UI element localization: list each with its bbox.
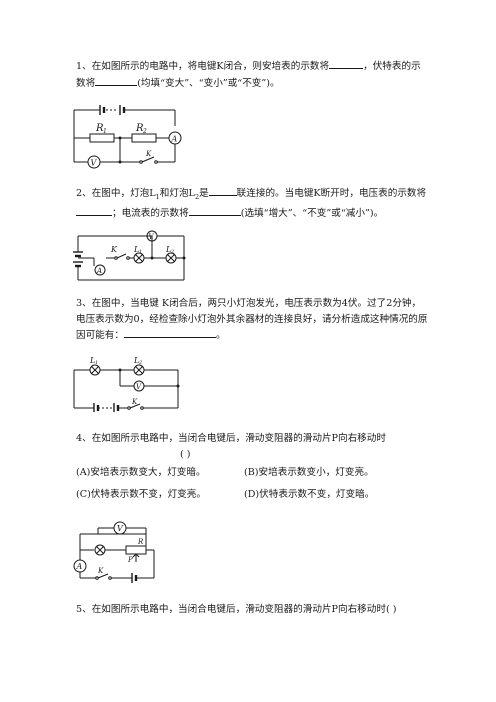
q4-circuit-diagram: V A R P K (73, 521, 155, 583)
svg-text:1: 1 (95, 360, 98, 366)
q1-text-1: 1、在如图所示的电路中，将电键K闭合，则安培表的示数将 (76, 61, 330, 72)
svg-text:V: V (149, 233, 155, 241)
svg-text:1: 1 (103, 128, 107, 135)
question-5: 5、在如图所示电路中，当闭合电键后，滑动变阻器的滑动片P向右移动时( ) (76, 604, 397, 615)
svg-text:A: A (96, 267, 102, 275)
svg-text:K: K (97, 567, 104, 575)
ammeter-symbol: A (171, 135, 178, 144)
question-1: 1、在如图所示的电路中，将电键K闭合，则安培表的示数将，伏特表的示数将(均填“变… (76, 58, 428, 91)
svg-text:1: 1 (139, 249, 142, 255)
r1-label: R (95, 123, 104, 134)
q4-option-b[interactable]: (B)安培表示数变小，灯变亮。 (244, 467, 374, 478)
svg-text:L: L (133, 356, 139, 365)
q2-blank-3[interactable] (188, 205, 241, 217)
r2-label: R (135, 123, 144, 134)
svg-text:K: K (110, 245, 118, 254)
q2-blank-1[interactable] (208, 185, 237, 196)
q1-text-2: ，伏特表的示数将 (76, 61, 421, 89)
svg-text:A: A (76, 562, 83, 571)
q4-answer-paren[interactable]: ( ) (180, 448, 191, 460)
q4-option-c[interactable]: (C)伏特表示数不变，灯变亮。 (76, 489, 206, 500)
question-3: 3、在图中，当电键 K闭合后，两只小灯泡发光，电压表示数为4伏。过了2分钟，电压… (76, 298, 428, 341)
svg-text:L: L (89, 356, 95, 365)
svg-text:2: 2 (142, 128, 147, 135)
q3-answer-blank[interactable] (123, 327, 216, 338)
q3-circuit-diagram: L 1 L 2 V K (73, 356, 180, 412)
svg-text:P: P (127, 556, 133, 564)
q4-option-a[interactable]: (A)安培表示数变大，灯变暗。 (76, 467, 206, 478)
svg-text:L: L (165, 245, 171, 254)
voltmeter-symbol: V (91, 159, 98, 168)
svg-text:K: K (131, 398, 138, 406)
q4-option-d[interactable]: (D)伏特表示数不变，灯变暗。 (244, 489, 375, 500)
question-4: 4、在如图所示电路中，当闭合电键后，滑动变阻器的滑动片P向右移动时( ) (76, 433, 386, 460)
q1-text-3: (均填“变大”、“变小”或“不变”)。 (137, 77, 280, 89)
q1-circuit-diagram: R 1 R 2 A V K (73, 105, 182, 169)
svg-text:R: R (137, 538, 144, 546)
q1-blank-2[interactable] (95, 75, 138, 86)
q2-circuit-diagram: V A K L 1 L 2 (73, 230, 186, 281)
svg-text:V: V (117, 524, 124, 533)
svg-text:2: 2 (170, 249, 174, 255)
q2-blank-2[interactable] (76, 205, 112, 217)
key-label: K (145, 150, 152, 158)
svg-text:2: 2 (138, 360, 142, 366)
svg-text:V: V (136, 383, 142, 391)
svg-text:L: L (133, 245, 139, 254)
question-2: 2、在图中，灯泡L1和灯泡L2是联连接的。当电键K断开时，电压表的示数将；电流表… (76, 185, 428, 222)
q1-blank-1[interactable] (329, 58, 364, 69)
